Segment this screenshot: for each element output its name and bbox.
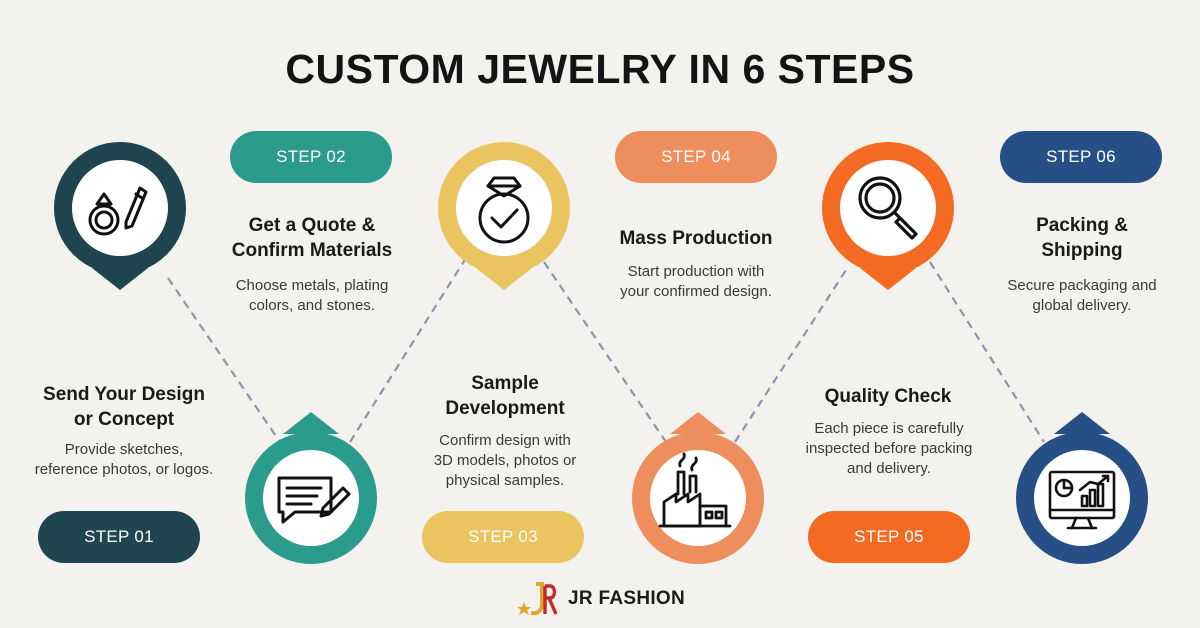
step-3-pin-shape	[476, 268, 532, 290]
factory-icon	[658, 452, 732, 528]
step-1-desc-line-2: reference photos, or logos.	[34, 461, 214, 478]
step-2-pill: STEP 02	[230, 131, 392, 183]
step-3-desc-line-1: Confirm design with	[439, 432, 571, 449]
step-4-title-line-1: Mass Production	[619, 228, 773, 249]
step-3-title-line-2: Development	[445, 398, 565, 419]
step-5-title-line-1: Quality Check	[824, 386, 952, 407]
step-1-title-line-2: or Concept	[73, 409, 175, 430]
step-6-pin	[1016, 412, 1148, 564]
step-4-desc-line-2: your confirmed design.	[620, 283, 772, 300]
step-3-pin	[438, 142, 570, 290]
jr-logo-icon	[518, 582, 558, 616]
step-4-description: Start production with your confirmed des…	[586, 262, 806, 302]
step-6-title-line-2: Shipping	[1041, 240, 1123, 261]
step-5-desc-line-3: and delivery.	[847, 460, 931, 477]
step-5-desc-line-1: Each piece is carefully	[814, 420, 964, 437]
page-title: CUSTOM JEWELRY IN 6 STEPS	[285, 46, 915, 92]
step-6-description: Secure packaging and global delivery.	[972, 276, 1192, 316]
step-6-title: Packing & Shipping	[972, 213, 1192, 263]
step-3-pill: STEP 03	[422, 511, 584, 563]
step-1-title-line-1: Send Your Design	[43, 384, 205, 405]
step-1-title: Send Your Design or Concept	[14, 382, 234, 432]
step-3-desc-line-2: 3D models, photos or	[433, 452, 577, 469]
step-4-title: Mass Production	[586, 226, 806, 251]
step-5-desc-line-2: inspected before packing	[805, 440, 973, 457]
step-5-title: Quality Check	[778, 384, 998, 409]
magnifier-icon	[858, 176, 918, 240]
step-1-pin	[54, 142, 186, 290]
step-1-desc-line-1: Provide sketches,	[64, 441, 184, 458]
step-2-title: Get a Quote & Confirm Materials	[200, 213, 424, 263]
step-4-pill: STEP 04	[615, 131, 777, 183]
ring-check-icon	[478, 176, 530, 244]
step-3-description: Confirm design with 3D models, photos or…	[395, 431, 615, 491]
step-2-desc-line-1: Choose metals, plating	[235, 277, 389, 294]
step-1-description: Provide sketches, reference photos, or l…	[4, 440, 244, 480]
step-6-title-line-1: Packing &	[1036, 215, 1128, 236]
step-5-description: Each piece is carefully inspected before…	[778, 419, 1000, 479]
step-5-pin	[822, 142, 954, 290]
design-sketch-icon	[88, 186, 148, 236]
brand: JR FASHION	[518, 582, 685, 616]
step-2-desc-line-2: colors, and stones.	[249, 297, 375, 314]
step-6-pill: STEP 06	[1000, 131, 1162, 183]
step-4-pin	[632, 412, 764, 564]
step-3-title: Sample Development	[395, 371, 615, 421]
step-2-title-line-2: Confirm Materials	[231, 240, 393, 261]
step-2-description: Choose metals, plating colors, and stone…	[200, 276, 424, 316]
quote-document-icon	[277, 476, 351, 524]
step-1-pill: STEP 01	[38, 511, 200, 563]
analytics-monitor-icon	[1048, 470, 1116, 530]
step-4-pin-shape	[670, 412, 726, 434]
step-1-pin-shape	[92, 268, 148, 290]
step-2-pin-shape	[283, 412, 339, 434]
step-3-desc-line-3: physical samples.	[445, 472, 565, 489]
step-5-pin-shape	[860, 268, 916, 290]
step-5-pill: STEP 05	[808, 511, 970, 563]
step-6-desc-line-2: global delivery.	[1032, 297, 1132, 314]
step-4-desc-line-1: Start production with	[627, 263, 765, 280]
step-2-title-line-1: Get a Quote &	[248, 215, 376, 236]
step-6-desc-line-1: Secure packaging and	[1007, 277, 1157, 294]
step-2-pin	[245, 412, 377, 564]
brand-name: JR FASHION	[568, 588, 686, 609]
step-3-title-line-1: Sample	[471, 373, 539, 394]
step-6-pin-shape	[1054, 412, 1110, 434]
